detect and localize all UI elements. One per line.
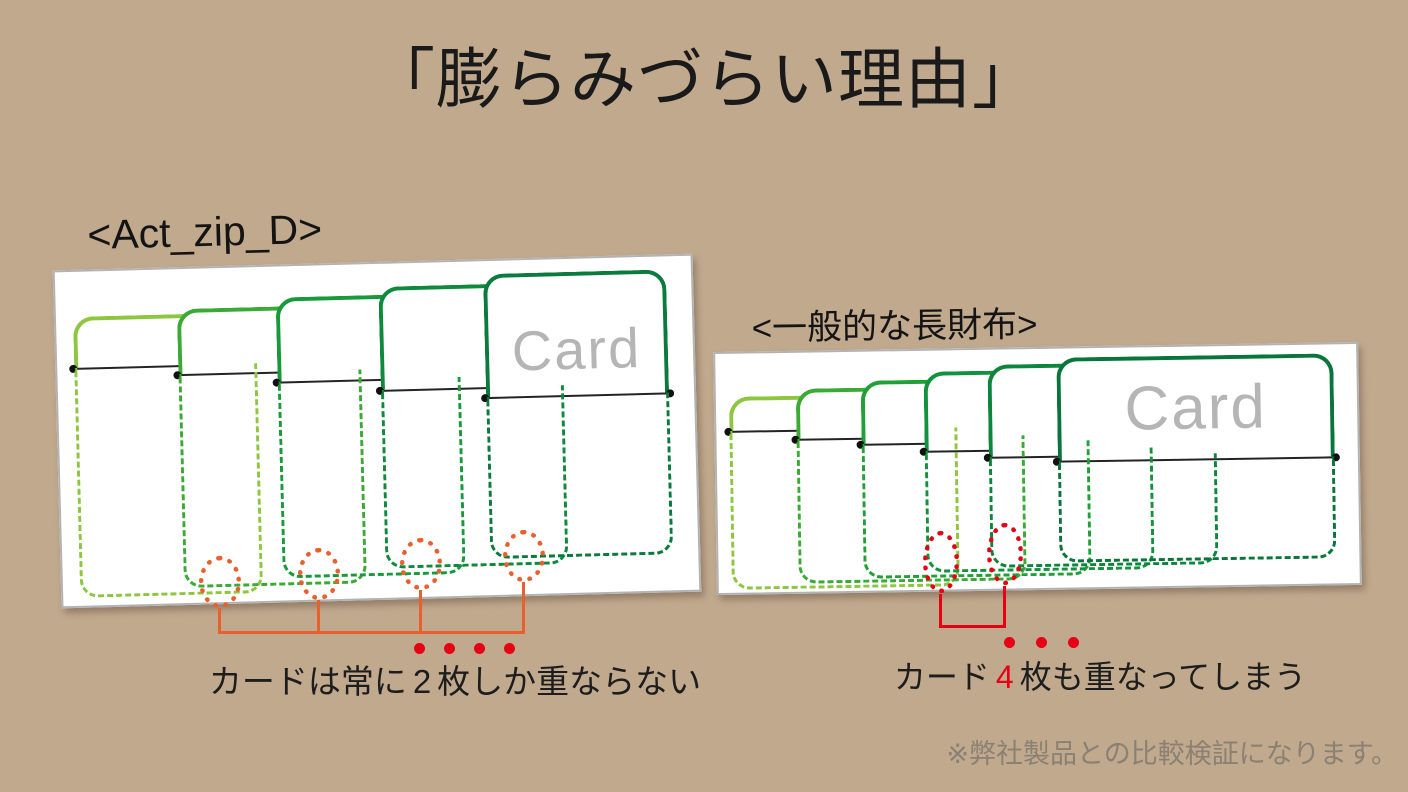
emphasis-dot [474, 643, 485, 654]
bracket-line [522, 582, 525, 634]
slide-title: 「膨らみづらい理由」 [369, 42, 1039, 116]
left-panel-label: <Act_zip_D> [86, 205, 323, 259]
overlap-marker [503, 530, 545, 582]
overlap-marker [987, 523, 1023, 585]
emphasis-dot [414, 643, 425, 654]
right-wallet-diagram: Card [713, 341, 1362, 596]
emphasis-dot [1004, 637, 1015, 648]
emphasis-dot [1068, 637, 1079, 648]
bracket-line [317, 600, 320, 634]
bracket-line [218, 608, 221, 634]
overlap-marker [199, 556, 241, 608]
overlap-marker [400, 538, 442, 590]
emphasis-dots-right [1004, 637, 1079, 648]
emphasis-dot [444, 643, 455, 654]
overlap-marker [923, 531, 959, 593]
left-caption-prefix: カードは常に [208, 663, 407, 700]
bracket-line [218, 631, 525, 634]
right-caption-suffix: 枚も重なってしまう [1019, 659, 1307, 695]
left-caption-suffix: 枚しか重ならない [437, 663, 702, 700]
footnote: ※弊社製品との比較検証になります。 [946, 739, 1398, 769]
bracket-line [1003, 586, 1006, 628]
left-caption-number: 2 [412, 663, 432, 700]
card-label: Card [510, 316, 642, 383]
emphasis-dots-left [414, 643, 515, 654]
overlap-marker [298, 548, 340, 600]
emphasis-dot [504, 643, 515, 654]
right-caption-number: 4 [995, 659, 1014, 695]
card-hidden-outline [1057, 456, 1337, 563]
bracket-line [419, 590, 422, 634]
bracket-line [939, 625, 1006, 628]
left-wallet-diagram: Card [52, 253, 702, 609]
right-caption-prefix: カード [893, 659, 990, 695]
card-label: Card [1123, 372, 1268, 444]
right-panel-label: <一般的な長財布> [751, 305, 1038, 349]
emphasis-dot [1036, 637, 1047, 648]
bracket-line [939, 594, 942, 628]
